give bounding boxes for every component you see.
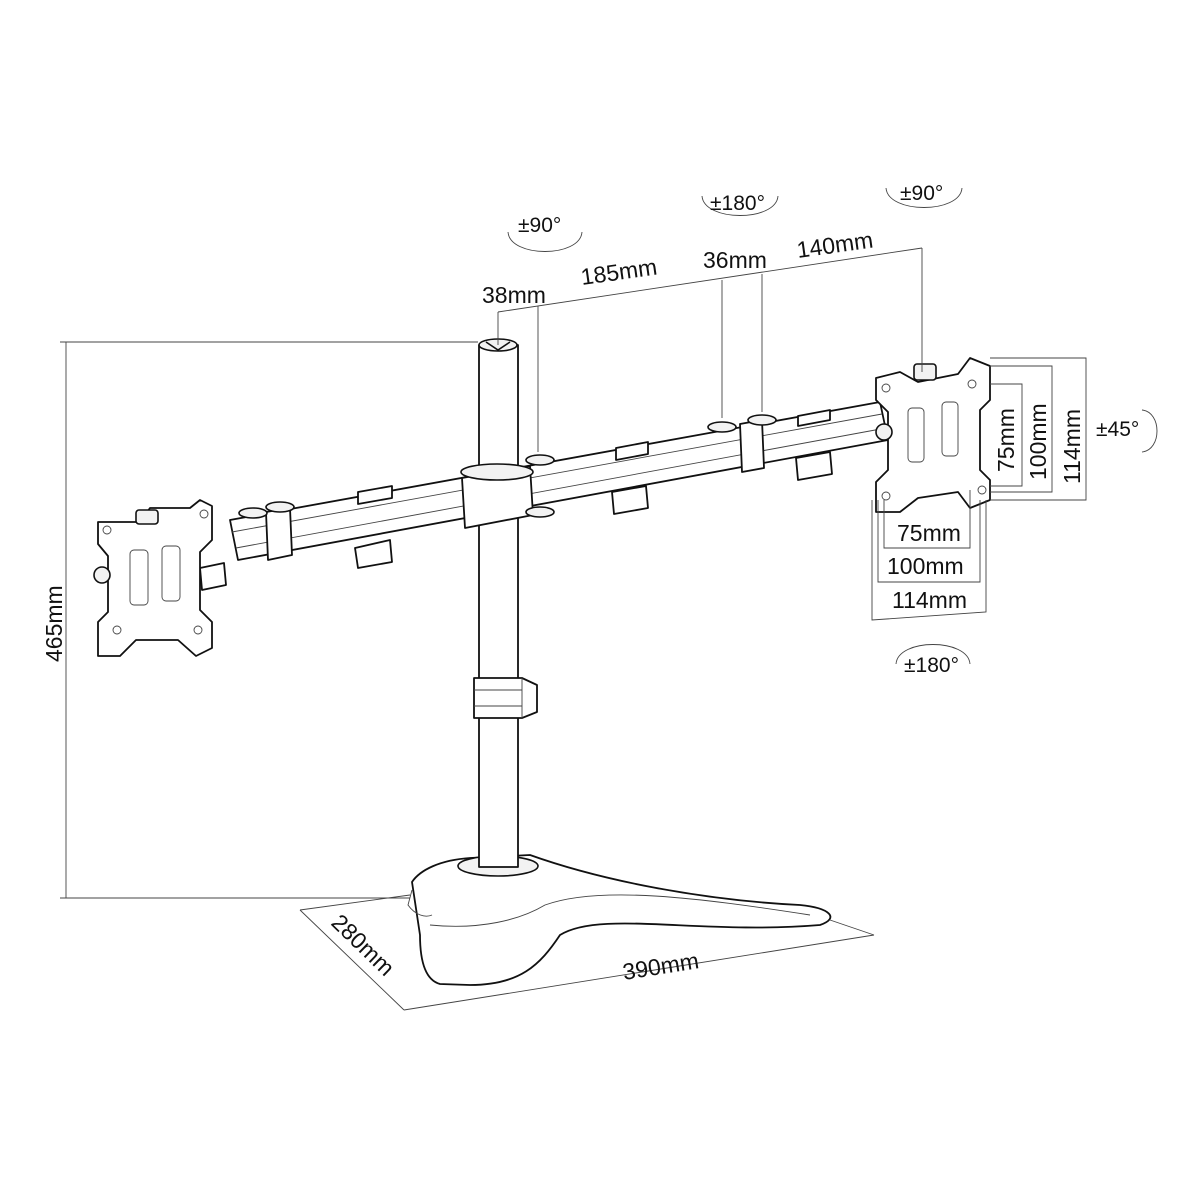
rot-head-tilt: ±90°	[900, 182, 943, 205]
vesa-v75: 75mm	[993, 408, 1019, 472]
dim-outer-arm: 140mm	[795, 227, 875, 263]
dimension-lines	[60, 247, 1087, 1011]
rot-head-rotate: ±180°	[904, 654, 959, 677]
vesa-v100: 100mm	[1025, 403, 1051, 480]
vesa-h114: 114mm	[892, 587, 967, 613]
vesa-h100: 100mm	[887, 553, 964, 579]
dual-arm	[199, 401, 889, 591]
stand-base	[407, 854, 832, 986]
rot-head-swivel: ±45°	[1096, 418, 1139, 441]
vesa-plate-right	[875, 357, 991, 513]
dim-joint-spacing: 36mm	[703, 247, 767, 273]
dim-base-width: 390mm	[621, 947, 701, 985]
dim-arm-segment: 185mm	[579, 254, 659, 290]
dim-base-depth: 280mm	[327, 909, 400, 981]
rotation-arcs	[507, 187, 1158, 665]
vesa-h75: 75mm	[897, 520, 961, 546]
rot-joint-swivel: ±180°	[710, 192, 765, 215]
rot-pole-tilt: ±90°	[518, 214, 561, 237]
dim-pole-offset: 38mm	[482, 282, 546, 308]
dim-total-height: 465mm	[41, 585, 67, 662]
vesa-v114: 114mm	[1059, 409, 1085, 484]
center-pole	[473, 338, 538, 868]
vesa-plate-left	[93, 499, 213, 657]
